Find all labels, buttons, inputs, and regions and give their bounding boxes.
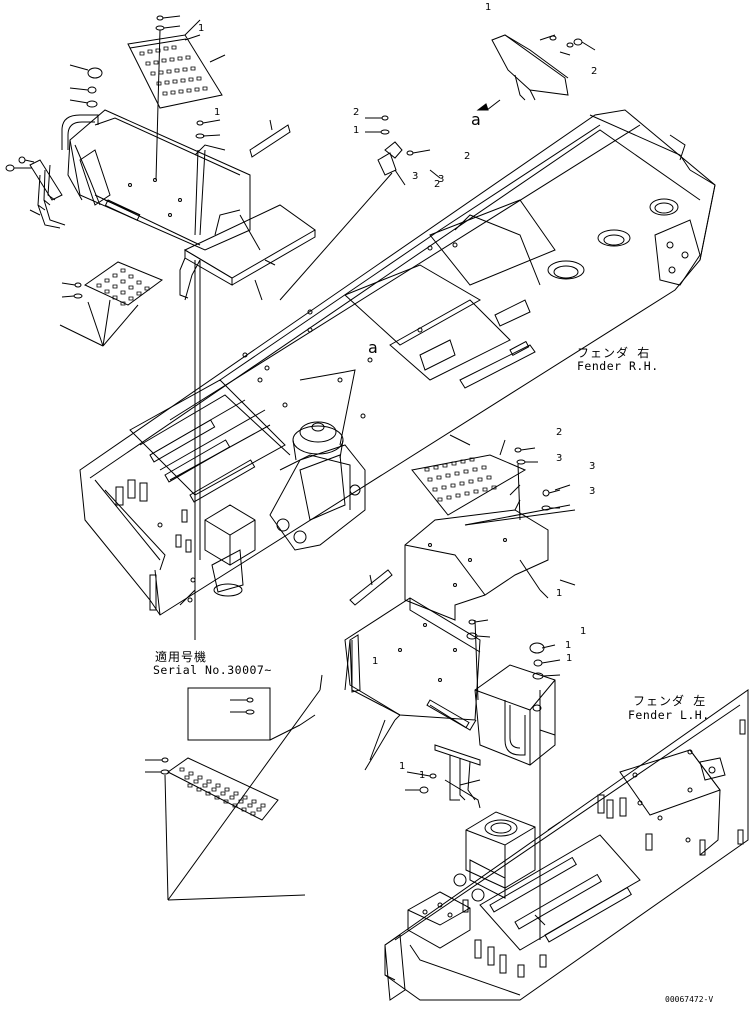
part-number: 1	[580, 626, 587, 637]
part-number: 1	[556, 588, 563, 599]
top-right-bracket	[478, 35, 595, 110]
fender-rh-assembly	[80, 110, 715, 615]
serial-inset-fasteners	[230, 698, 254, 714]
serial-label-jp: 適用号機	[155, 650, 208, 664]
part-number: 2	[464, 151, 471, 162]
upper-left-tray	[62, 110, 250, 250]
serial-inset-box	[188, 688, 270, 740]
marker-a-main: a	[368, 338, 378, 357]
upper-left-fasteners	[70, 65, 102, 107]
leader-a-main	[340, 370, 355, 445]
serial-label-en: Serial No.30007~	[153, 663, 272, 677]
lower-tray	[345, 570, 480, 770]
mid-tray-rail	[250, 125, 290, 157]
fender-lh-assembly	[385, 690, 748, 1000]
lower-box	[475, 643, 560, 940]
fender-rh-slot-2	[165, 440, 230, 482]
fender-rh-bracket	[460, 345, 535, 388]
fender-lh-mount	[454, 812, 535, 901]
part-number: 2	[591, 66, 598, 77]
part-number: 1	[372, 656, 379, 667]
fender-lh-label-en: Fender L.H.	[628, 708, 710, 722]
part-number: 1	[566, 653, 573, 664]
fender-rh-hole-2	[598, 230, 630, 246]
part-number: 1	[399, 761, 406, 772]
part-number: 3	[438, 174, 445, 185]
fender-rh-hole-3	[650, 199, 678, 215]
part-number: 2	[353, 107, 360, 118]
step-plate-lh	[412, 448, 538, 520]
part-number: 1	[214, 107, 221, 118]
fender-rh-label-en: Fender R.H.	[577, 359, 659, 373]
part-number: 3	[412, 171, 419, 182]
part-number: 3	[589, 486, 596, 497]
part-number: 3	[589, 461, 596, 472]
part-leaders	[30, 35, 575, 585]
fender-lh-label-jp: フェンダ 左	[633, 694, 707, 708]
step-plate-mid-left	[62, 262, 162, 346]
fender-rh-mount	[270, 422, 365, 550]
fender-rh-slot-1	[150, 420, 215, 462]
step-plate-lower	[145, 758, 278, 900]
fender-rh-hole-1	[548, 261, 584, 279]
part-number: 1	[419, 770, 426, 781]
part-number: 2	[434, 179, 441, 190]
top-mid-fasteners	[196, 116, 430, 300]
leader-lines	[60, 280, 560, 925]
marker-a-top: a	[471, 110, 481, 129]
mid-tray	[180, 120, 315, 640]
part-number: 1	[485, 2, 492, 13]
part-number: 2	[556, 427, 563, 438]
fender-rh-body	[80, 110, 715, 615]
lh-fender-plate	[405, 490, 575, 620]
part-number: 3	[556, 453, 563, 464]
part-number: 1	[565, 640, 572, 651]
fender-rh-label-jp: フェンダ 右	[577, 346, 651, 360]
fender-rh-slot-3	[190, 460, 255, 502]
drawing-code: 00067472-V	[665, 995, 714, 1004]
step-plate-upper	[128, 16, 222, 180]
lower-brackets	[405, 745, 480, 808]
part-number: 1	[353, 125, 360, 136]
part-number: 1	[198, 23, 205, 34]
left-brackets	[6, 157, 65, 228]
